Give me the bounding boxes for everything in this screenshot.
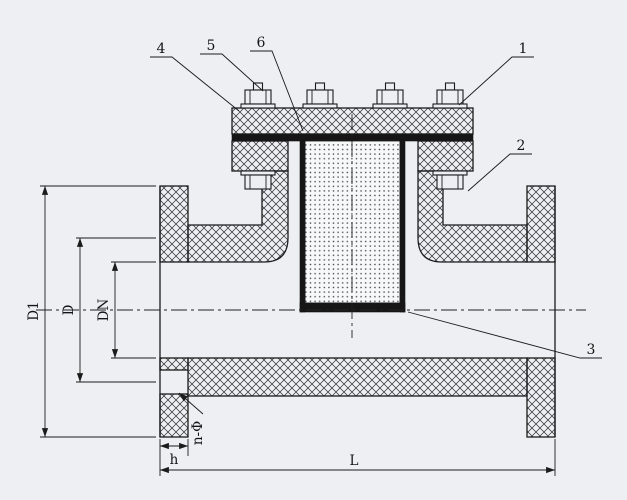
dim-label-n-phi: n-Φ: [190, 421, 206, 445]
nut-left: [240, 170, 276, 190]
bonnet-cover-plate: [231, 107, 474, 135]
strainer-wall-left: [299, 133, 306, 313]
part-label-6: 6: [257, 35, 266, 51]
dim-label-D: D: [61, 304, 77, 315]
body-top-wall-left: [187, 170, 289, 263]
strainer-wall-right: [399, 133, 406, 313]
branch-flange-left: [231, 140, 289, 172]
leader-1: [458, 56, 534, 106]
part-label-1: 1: [519, 41, 528, 57]
left-flange-ring-bottom-b: [159, 393, 189, 438]
dim-label-DN: DN: [96, 298, 112, 321]
nut-right: [432, 170, 468, 190]
part-label-5: 5: [207, 38, 216, 54]
left-flange-ring-bottom-a: [159, 357, 189, 371]
part-label-3: 3: [587, 342, 596, 358]
left-flange-ring-top: [159, 185, 189, 263]
right-flange-ring-top: [526, 185, 556, 263]
part-label-2: 2: [517, 138, 526, 154]
dim-label-D1: D1: [26, 301, 42, 320]
bolt-4: [432, 82, 468, 109]
dim-label-h: h: [170, 452, 179, 468]
bolt-3: [372, 82, 408, 109]
leader-6: [250, 50, 304, 132]
part-callouts: 4 5 6 1 2 3: [150, 35, 602, 359]
strainer-cartridge: [299, 133, 406, 313]
strainer-mesh: [304, 140, 401, 304]
leader-2: [467, 153, 532, 192]
leader-4: [150, 56, 240, 112]
bolt-2: [302, 82, 338, 109]
bolt-hole-leader: [178, 392, 204, 415]
right-flange-ring-bottom: [526, 357, 556, 438]
branch-flange-right: [417, 140, 474, 172]
leader-5: [200, 53, 264, 92]
leader-3: [407, 311, 602, 359]
body-bottom-wall: [187, 357, 528, 397]
body-top-wall-right: [417, 170, 528, 263]
strainer-bottom-plate: [299, 302, 406, 313]
dimensions: D1 D DN h n-Φ L: [26, 185, 556, 476]
part-label-4: 4: [157, 41, 166, 57]
bonnet-gasket: [231, 133, 474, 142]
dim-label-L: L: [350, 453, 359, 469]
valve-body-section: [159, 107, 556, 438]
centerlines: [36, 114, 586, 338]
